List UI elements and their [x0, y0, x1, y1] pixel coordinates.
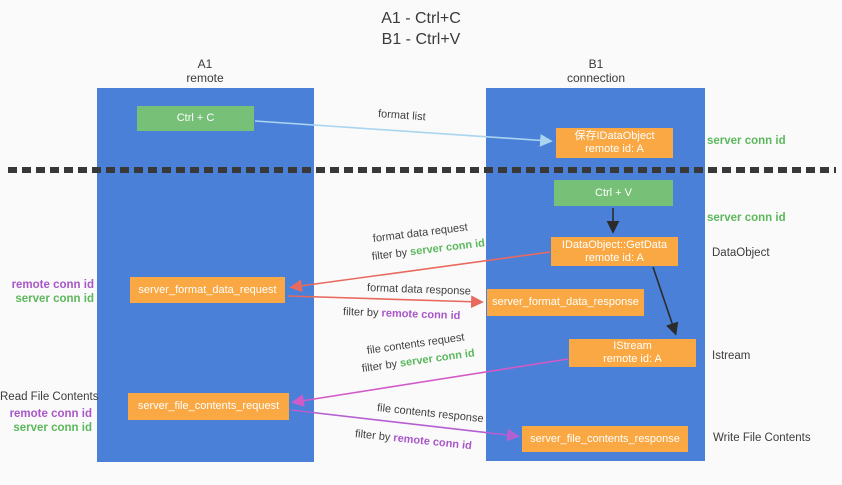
- annotation-remote-conn-id-2: remote conn id: [9, 408, 92, 420]
- node-save-idataobject-line2: remote id: A: [585, 143, 644, 155]
- node-server-format-data-response: server_format_data_response: [487, 289, 644, 316]
- filter-by-text: filter by: [371, 246, 408, 263]
- title-line-2: B1 - Ctrl+V: [381, 31, 461, 48]
- node-istream-line2: remote id: A: [603, 353, 662, 365]
- node-ctrl-c-label: Ctrl + C: [176, 112, 215, 124]
- phase-separator-line: [8, 167, 836, 173]
- node-save-idataobject: 保存IDataObject remote id: A: [556, 128, 673, 158]
- filter-remote-conn-id: remote conn id: [392, 432, 473, 453]
- diagram-title: A1 - Ctrl+C B1 - Ctrl+V: [0, 8, 842, 50]
- filter-server-conn-id: server conn id: [409, 237, 486, 259]
- node-ctrl-v: Ctrl + V: [554, 180, 673, 206]
- annotation-server-conn-id-1: server conn id: [707, 135, 786, 147]
- column-a1-name: remote: [186, 71, 224, 85]
- filter-remote-conn-id: remote conn id: [381, 307, 461, 323]
- column-a1-id: A1: [197, 57, 213, 71]
- node-idataobject-getdata-line2: remote id: A: [585, 251, 644, 264]
- label-filter-by-remote-1: filter by remote conn id: [343, 306, 461, 323]
- annotation-server-conn-id-3: server conn id: [15, 293, 94, 305]
- node-server-format-data-response-label: server_format_data_response: [492, 296, 639, 308]
- node-server-file-contents-response: server_file_contents_response: [522, 426, 688, 452]
- column-b1-id: B1: [588, 57, 604, 71]
- node-istream-line1: IStream: [613, 340, 652, 352]
- annotation-read-file-contents: Read File Contents: [0, 391, 99, 403]
- filter-by-text: filter by: [354, 428, 391, 444]
- label-format-data-response: format data response: [366, 282, 472, 298]
- annotation-server-conn-id-2: server conn id: [707, 212, 786, 224]
- node-server-format-data-request: server_format_data_request: [130, 277, 285, 303]
- node-istream: IStream remote id: A: [569, 339, 696, 367]
- column-header-a1: A1 remote: [145, 57, 265, 85]
- title-line-1: A1 - Ctrl+C: [381, 10, 461, 27]
- node-server-format-data-request-label: server_format_data_request: [138, 283, 277, 296]
- annotation-server-conn-id-4: server conn id: [13, 422, 92, 434]
- annotation-istream: Istream: [712, 350, 751, 362]
- filter-by-text: filter by: [361, 358, 398, 375]
- node-idataobject-getdata-line1: IDataObject::GetData: [561, 238, 668, 251]
- node-server-file-contents-response-label: server_file_contents_response: [530, 432, 680, 445]
- node-save-idataobject-line1: 保存IDataObject: [574, 130, 655, 142]
- column-header-b1: B1 connection: [536, 57, 656, 85]
- node-server-file-contents-request: server_file_contents_request: [128, 393, 289, 420]
- annotation-remote-conn-id-1: remote conn id: [11, 279, 94, 291]
- label-file-contents-response: file contents response: [376, 402, 485, 426]
- label-filter-by-remote-2: filter by remote conn id: [354, 428, 472, 453]
- node-ctrl-v-label: Ctrl + V: [595, 186, 632, 199]
- annotation-dataobject: DataObject: [712, 247, 770, 259]
- label-format-list: format list: [377, 108, 427, 124]
- column-b1-name: connection: [566, 71, 626, 85]
- node-ctrl-c: Ctrl + C: [137, 106, 254, 131]
- node-idataobject-getdata: IDataObject::GetData remote id: A: [551, 237, 678, 266]
- filter-by-text: filter by: [342, 306, 379, 320]
- node-server-file-contents-request-label: server_file_contents_request: [137, 400, 280, 412]
- annotation-write-file-contents: Write File Contents: [713, 432, 811, 444]
